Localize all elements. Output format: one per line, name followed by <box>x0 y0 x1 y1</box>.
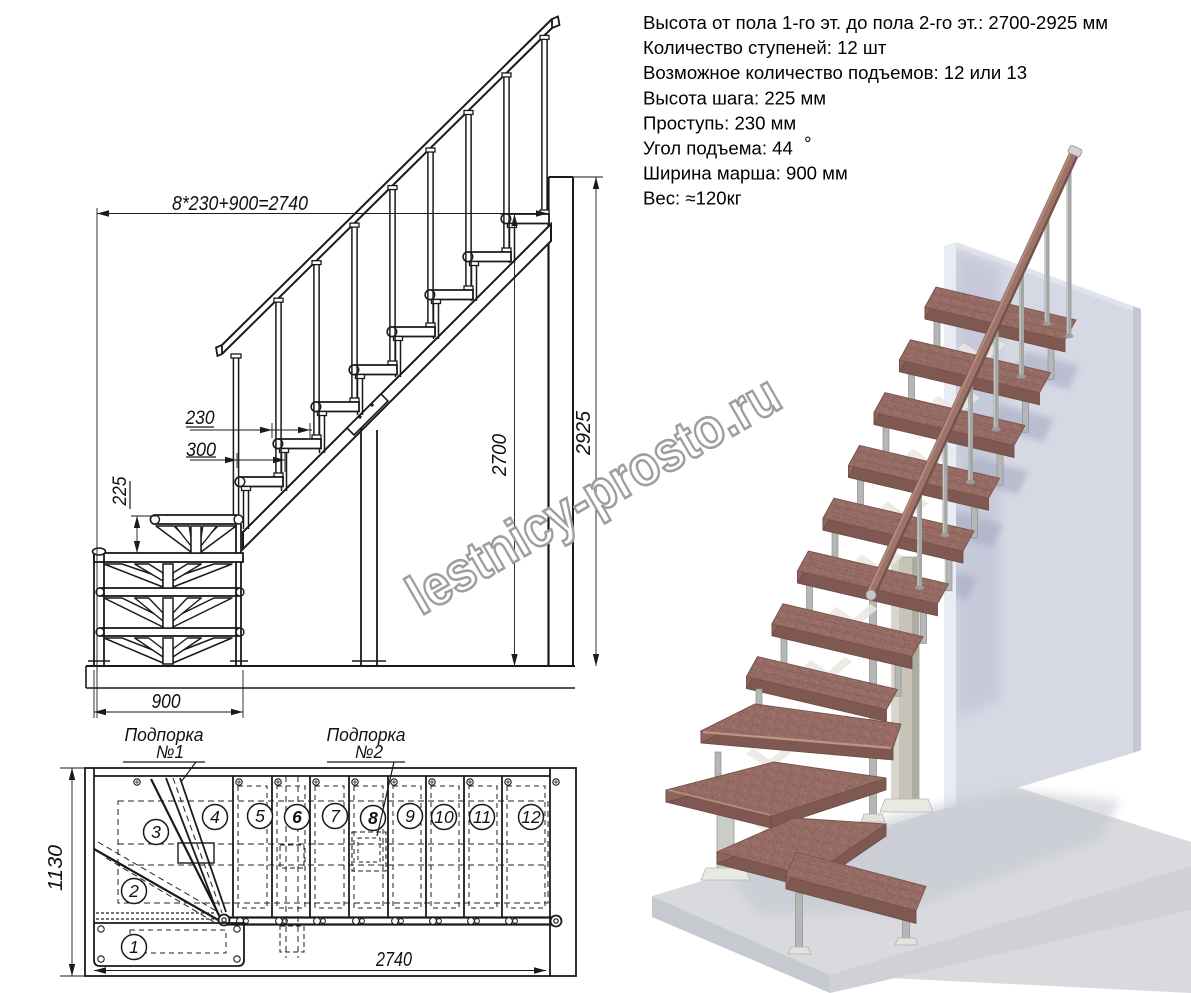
svg-text:2925: 2925 <box>573 410 595 456</box>
svg-text:2700: 2700 <box>489 434 511 477</box>
svg-text:11: 11 <box>473 807 491 827</box>
svg-text:Угол подъема: 44: Угол подъема: 44 <box>643 138 793 159</box>
svg-text:Проступь: 230 мм: Проступь: 230 мм <box>643 112 796 133</box>
svg-text:10: 10 <box>434 807 454 827</box>
svg-text:№2: №2 <box>355 742 383 762</box>
svg-text:°: ° <box>804 134 812 155</box>
svg-text:Подпорка: Подпорка <box>125 725 204 745</box>
svg-text:225: 225 <box>110 476 131 506</box>
svg-text:9: 9 <box>405 806 415 826</box>
svg-text:№1: №1 <box>156 742 184 762</box>
svg-text:2: 2 <box>128 881 139 901</box>
svg-text:8: 8 <box>368 808 378 828</box>
svg-text:3: 3 <box>151 822 161 842</box>
svg-text:Количество ступеней: 12 шт: Количество ступеней: 12 шт <box>643 37 887 58</box>
svg-text:4: 4 <box>210 807 220 827</box>
svg-text:Высота шага: 225 мм: Высота шага: 225 мм <box>643 87 826 108</box>
svg-text:Вес: ≈120кг: Вес: ≈120кг <box>643 188 742 209</box>
svg-text:Ширина марша: 900 мм: Ширина марша: 900 мм <box>643 163 848 184</box>
svg-text:900: 900 <box>152 691 181 713</box>
svg-text:7: 7 <box>330 806 341 826</box>
svg-text:300: 300 <box>186 440 216 461</box>
svg-text:12: 12 <box>521 807 541 827</box>
svg-text:Возможное количество подъемов:: Возможное количество подъемов: 12 или 13 <box>643 62 1027 83</box>
svg-text:Высота от пола 1-го эт. до пол: Высота от пола 1-го эт. до пола 2-го эт.… <box>643 12 1108 33</box>
svg-text:230: 230 <box>185 408 215 429</box>
svg-text:1: 1 <box>129 937 139 957</box>
svg-text:2740: 2740 <box>375 949 412 971</box>
svg-text:1130: 1130 <box>45 845 67 891</box>
svg-text:6: 6 <box>292 807 302 827</box>
svg-text:8*230+900=2740: 8*230+900=2740 <box>172 193 308 215</box>
svg-text:Подпорка: Подпорка <box>327 725 406 745</box>
svg-text:5: 5 <box>255 806 265 826</box>
